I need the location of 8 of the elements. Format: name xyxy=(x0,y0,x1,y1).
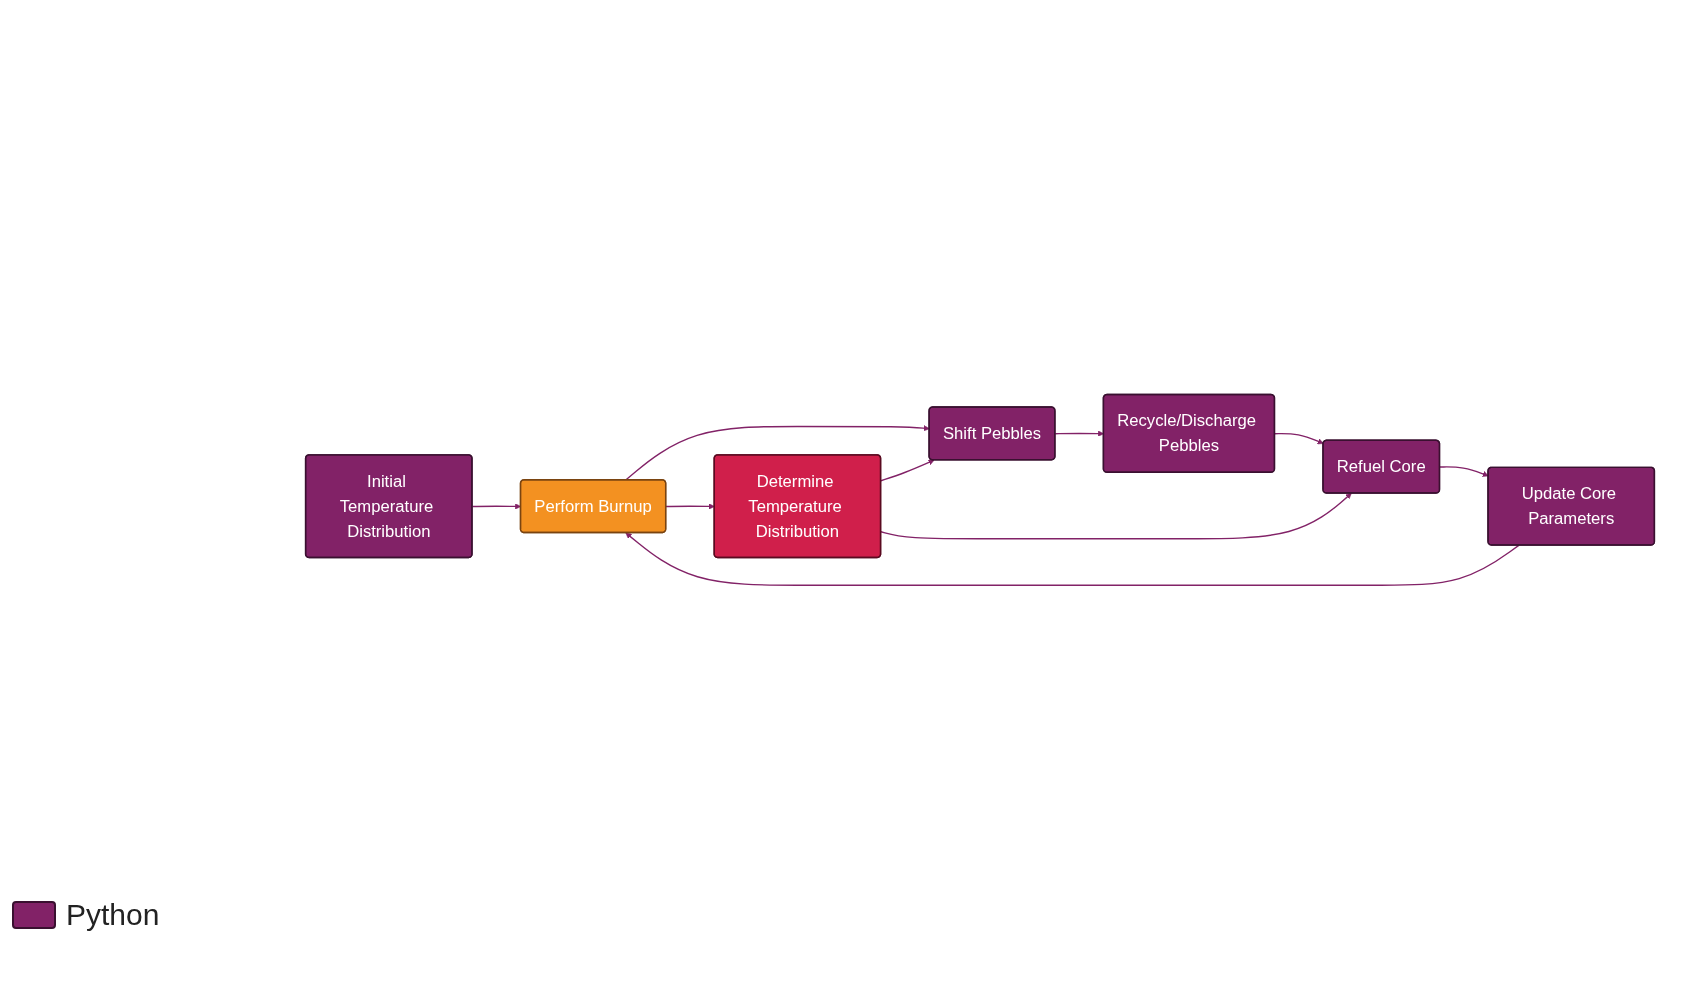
arrow xyxy=(665,503,715,510)
legend-label: Python xyxy=(66,898,160,932)
arrow xyxy=(625,532,1520,586)
arrow xyxy=(1274,433,1324,445)
arrow xyxy=(880,459,935,482)
arrow xyxy=(1439,466,1489,477)
arrow xyxy=(624,425,930,481)
arrow xyxy=(880,493,1352,540)
